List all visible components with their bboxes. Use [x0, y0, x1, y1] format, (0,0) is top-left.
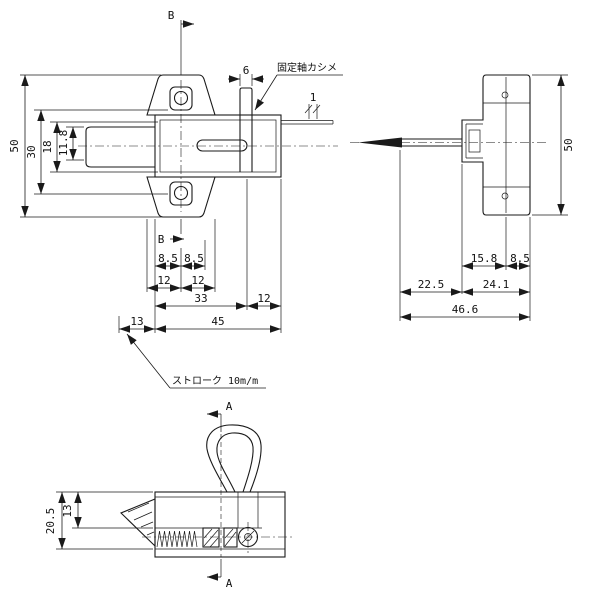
section-b-label-bottom: B	[158, 233, 165, 246]
bottom-geometry	[120, 424, 292, 558]
dim-15-8-label: 15.8	[471, 252, 498, 265]
front-view: B B 50 30 18 11.8	[8, 9, 343, 389]
stroke-note: ストローク 10m/m	[126, 333, 266, 389]
dim-1-label: 1	[310, 91, 317, 104]
fixed-shaft-note-label: 固定軸カシメ	[277, 61, 337, 74]
dim-50-label: 50	[8, 139, 21, 152]
section-b-label-top: B	[168, 9, 175, 22]
side-rod-front	[281, 120, 334, 125]
bolt-bar	[85, 126, 155, 168]
spring-coil	[156, 530, 198, 548]
wedge-hatch	[127, 502, 155, 536]
section-a-label-top: A	[226, 400, 233, 413]
dim-11-8-label: 11.8	[57, 130, 70, 157]
dim-bottom-13-label: 13	[61, 504, 74, 517]
dim-6-label: 6	[243, 64, 250, 77]
dim-22-5-label: 22.5	[418, 278, 445, 291]
side-dimensions: 50 15.8 8.5 22.5 24.1 46.6	[399, 74, 575, 321]
dim-24-1-label: 24.1	[483, 278, 510, 291]
front-dimensions-left: 50 30 18 11.8	[8, 74, 168, 218]
dim-13-label: 13	[130, 315, 143, 328]
dim-20-5-label: 20.5	[44, 508, 57, 535]
side-screw-bottom	[501, 192, 509, 200]
section-a-label-bottom: A	[226, 577, 233, 590]
dim-46-6-label: 46.6	[452, 303, 479, 316]
bottom-dimensions: 20.5 13	[44, 491, 153, 550]
front-bottom-flange	[146, 176, 216, 218]
bolt-tip-wedge	[120, 498, 156, 548]
front-top-flange	[146, 74, 216, 116]
dim-1-group: 1	[304, 91, 321, 119]
dim-33-label: 33	[194, 292, 207, 305]
dim-8-5-a-label: 8.5	[158, 252, 178, 265]
dim-45-label: 45	[211, 315, 224, 328]
dim-6-group: 6	[228, 64, 264, 86]
dim-12-c-label: 12	[257, 292, 270, 305]
dim-18-label: 18	[41, 140, 54, 153]
dim-12-b-label: 12	[191, 274, 204, 287]
latch-guide-inner	[468, 129, 481, 153]
side-geometry	[350, 74, 548, 216]
front-dimensions-bottom: 8.5 8.5 12 12 33 12 13 45	[118, 179, 282, 333]
section-b-markers: B B	[158, 9, 194, 246]
dim-12-a-label: 12	[157, 274, 170, 287]
section-block-a	[202, 527, 220, 548]
dim-side-50-label: 50	[562, 138, 575, 151]
stroke-note-label: ストローク 10m/m	[172, 375, 258, 387]
pull-ring-outer	[206, 424, 262, 493]
bolt-slot	[196, 139, 248, 152]
fixed-shaft-note: 固定軸カシメ	[254, 61, 343, 111]
dim-30-label: 30	[25, 145, 38, 158]
dim-side-8-5-label: 8.5	[510, 252, 530, 265]
section-a-markers: A A	[207, 400, 233, 590]
pull-ring-inner	[216, 432, 254, 493]
front-centerlines	[78, 80, 338, 212]
dim-8-5-b-label: 8.5	[184, 252, 204, 265]
side-view: 50 15.8 8.5 22.5 24.1 46.6	[350, 74, 575, 321]
crimp-shaft	[239, 87, 253, 172]
side-screw-top	[501, 91, 509, 99]
section-block-b	[223, 527, 238, 548]
side-body-outline	[461, 74, 531, 216]
bottom-view: A A 20.5 13	[44, 400, 292, 590]
